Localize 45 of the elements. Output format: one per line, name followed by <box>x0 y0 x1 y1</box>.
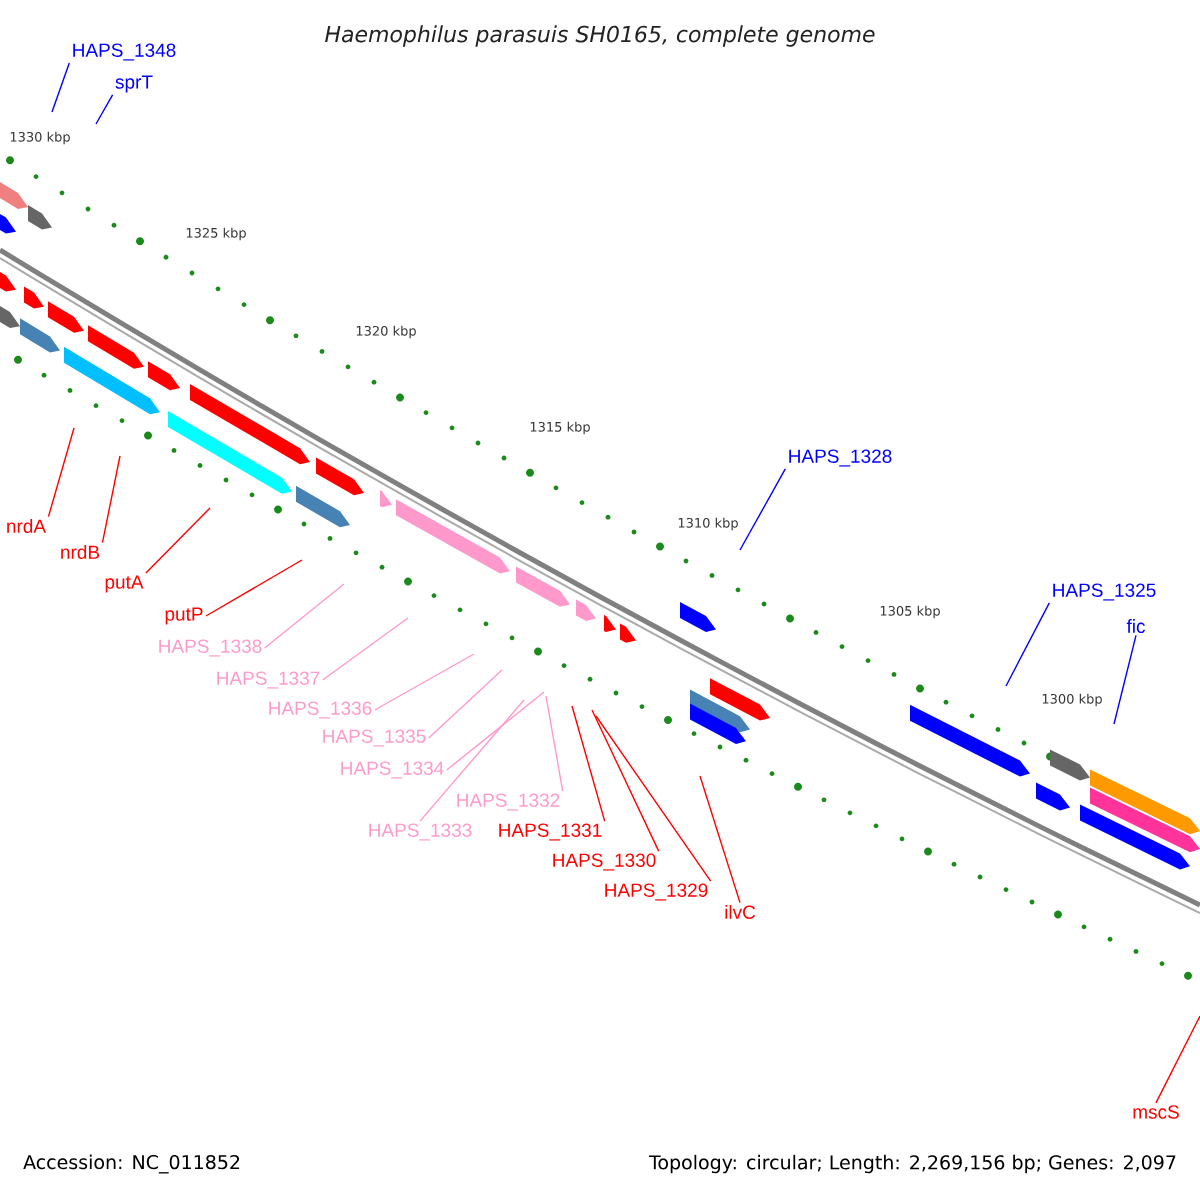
leader-line <box>95 94 114 125</box>
gene-label: ilvC <box>725 905 756 919</box>
leader-line <box>374 653 475 711</box>
leader-line <box>101 455 121 544</box>
gene-label: HAPS_1325 <box>1053 583 1156 601</box>
gene-label: HAPS_1329 <box>605 883 708 901</box>
gene-label: HAPS_1330 <box>553 853 656 871</box>
leader-line <box>145 507 211 574</box>
leader-line <box>264 583 345 649</box>
leader-line <box>419 699 525 822</box>
gene-label: sprT <box>115 75 153 93</box>
gene-label: fic <box>1126 619 1145 633</box>
leader-line <box>699 775 741 904</box>
gene-label: HAPS_1328 <box>789 449 892 467</box>
footer-text: Accession: NC_011852 <box>23 1154 240 1174</box>
leader-line <box>51 62 70 113</box>
leader-line <box>205 559 303 617</box>
gene-label: HAPS_1331 <box>499 823 602 841</box>
leader-line <box>739 468 787 551</box>
leader-line <box>1005 602 1050 687</box>
gene-label: HAPS_1337 <box>217 671 320 689</box>
gene-label: HAPS_1334 <box>341 761 444 779</box>
gene-label: nrdA <box>7 519 47 533</box>
leader-line <box>545 695 564 792</box>
leader-line <box>322 617 409 681</box>
gene-label: HAPS_1333 <box>369 823 472 841</box>
gene-label: mscS <box>1133 1105 1179 1119</box>
leader-line <box>1155 1015 1200 1104</box>
gene-label: HAPS_1348 <box>73 43 176 61</box>
leader-line <box>571 705 606 822</box>
title: Haemophilus parasuis SH0165, complete genome <box>325 25 875 47</box>
gene-label: putP <box>165 607 203 625</box>
leader-line <box>446 691 545 771</box>
gene-label: HAPS_1338 <box>159 639 262 657</box>
leader-line <box>47 427 75 518</box>
footer-text: Topology: circular; Length: 2,269,156 bp; Genes: 2,097 <box>648 1154 1176 1174</box>
gene-label: HAPS_1336 <box>269 701 372 719</box>
leader-line <box>595 715 712 882</box>
leader-line <box>591 709 660 852</box>
gene-label: nrdB <box>61 545 100 559</box>
gene-label: putA <box>105 575 144 593</box>
gene-label: HAPS_1335 <box>323 729 426 747</box>
gene-label: HAPS_1332 <box>457 793 560 811</box>
leader-line <box>428 669 503 739</box>
leader-line <box>1113 634 1137 725</box>
